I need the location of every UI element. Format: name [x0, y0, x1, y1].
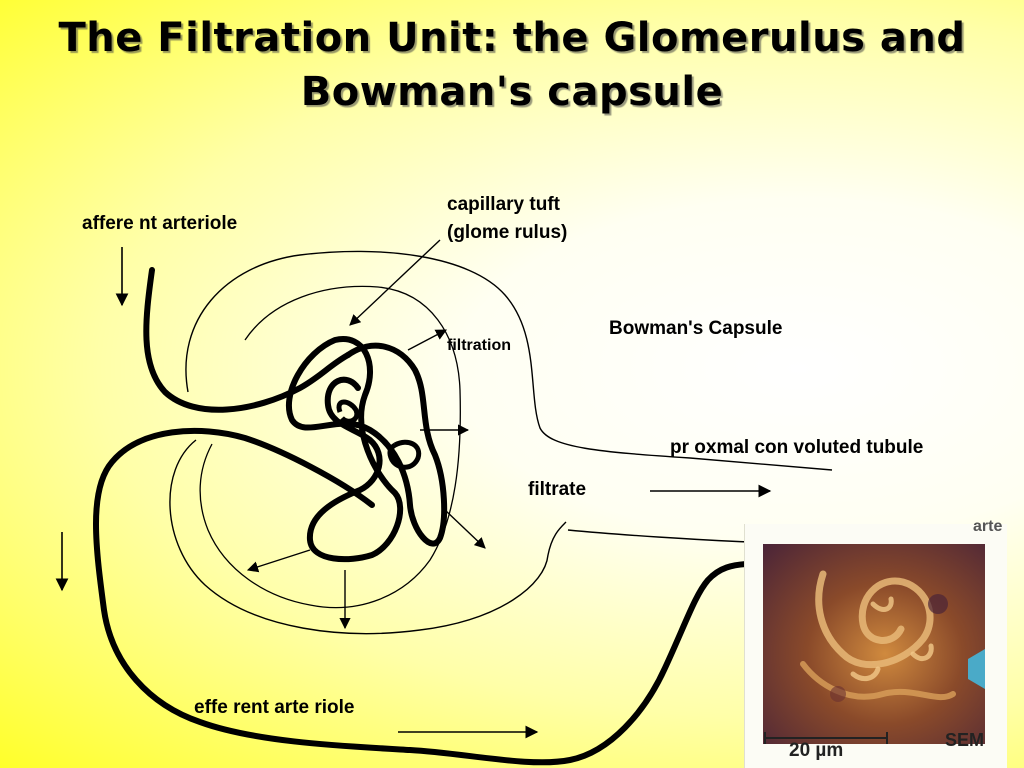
bowmans-capsule-label: Bowman's Capsule: [609, 318, 783, 339]
sem-micrograph: [763, 544, 985, 744]
capillary-tuft-upper-loop: [336, 399, 360, 424]
sem-texture: [800, 570, 985, 702]
capillary-tuft-loops: [285, 336, 448, 563]
title-line-1: The Filtration Unit: the Glomerulus and: [58, 15, 966, 61]
sem-scale-label: 20 µm: [789, 740, 844, 761]
title-line-2: Bowman's capsule: [300, 69, 724, 115]
efferent-arteriole-vessel: [93, 427, 749, 766]
bowmans-capsule-outer-wall: [185, 250, 833, 471]
proximal-tubule-label: pr oxmal con voluted tubule: [670, 437, 924, 458]
capillary-tuft-label: capillary tuft: [447, 194, 560, 215]
filtration-arrow-lower-right: [444, 509, 486, 549]
filtrate-label: filtrate: [528, 479, 587, 500]
sem-scale-bar: [764, 732, 888, 744]
bowmans-capsule-outer-wall-lower: [169, 439, 567, 635]
filtration-arrow-upper: [407, 329, 447, 351]
proximal-tubule-lower-wall: [567, 529, 751, 543]
capillary-pointer-arrow: [349, 239, 441, 326]
afferent-arteriole-vessel: [143, 267, 351, 413]
filtration-arrow-lower-left: [246, 549, 311, 573]
filtration-label: filtration: [447, 337, 511, 354]
arteriole-label-fragment: arte: [973, 518, 1003, 535]
capillary-tuft-small-loop: [387, 439, 422, 470]
glomerulus-label: (glome rulus): [447, 222, 568, 243]
sem-tag: SEM: [945, 730, 985, 750]
sem-inset: 20 µm SEM: [744, 524, 1007, 768]
afferent-arteriole-label: affere nt arteriole: [82, 213, 238, 234]
efferent-arteriole-label: effe rent arte riole: [194, 697, 355, 718]
